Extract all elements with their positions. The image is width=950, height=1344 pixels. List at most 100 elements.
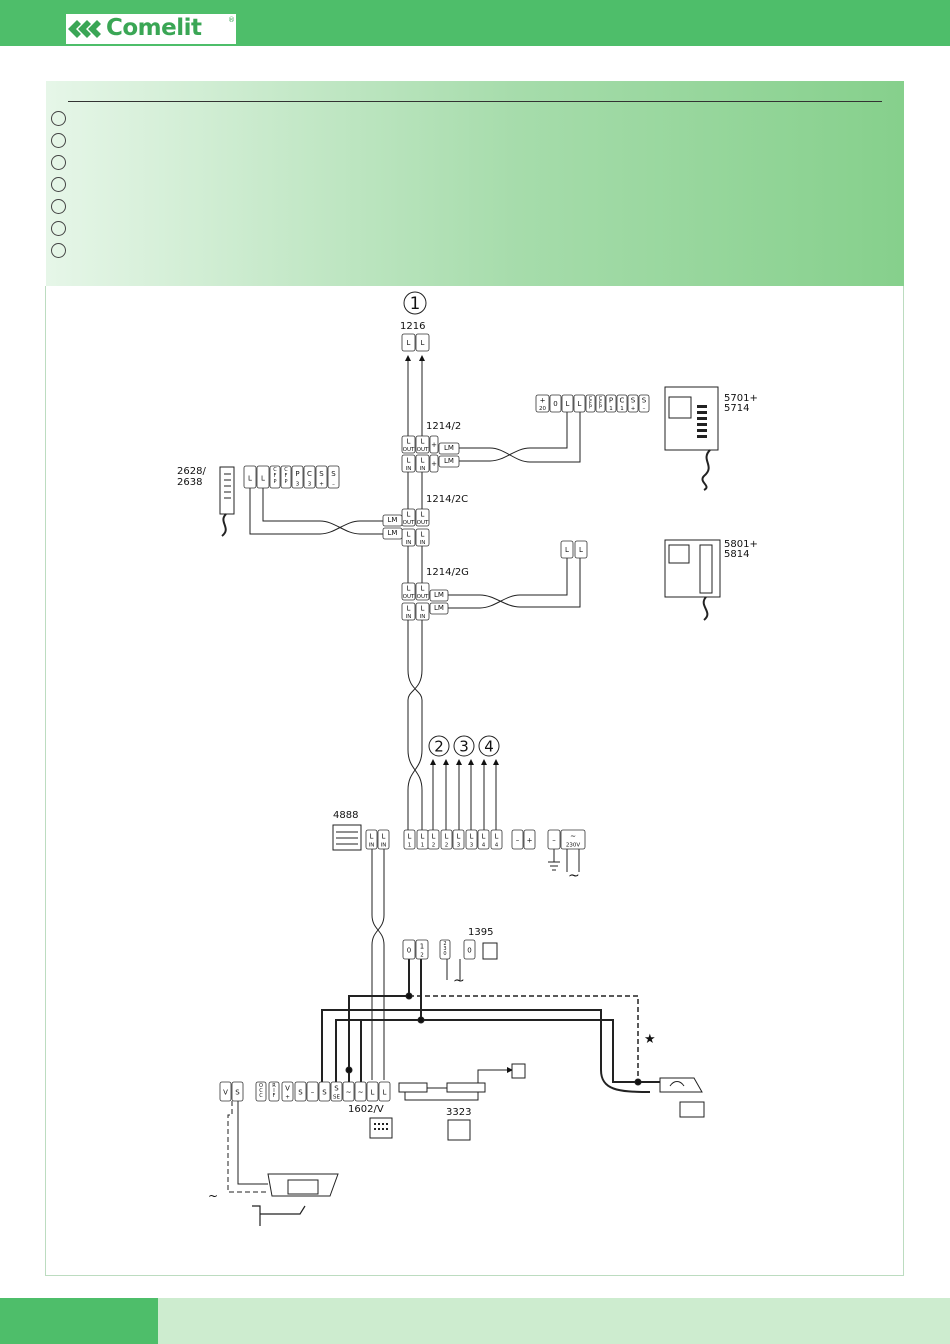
terminal-label: C: [620, 397, 625, 405]
label-2638: 2638: [177, 477, 202, 488]
terminal-box: [280, 465, 292, 489]
terminal-sublabel: 230V: [566, 843, 580, 849]
terminal-box: [291, 465, 304, 489]
terminal-label: P: [599, 405, 602, 411]
terminal-label: L: [421, 833, 425, 841]
terminal-label: S: [334, 1085, 339, 1093]
panel-key: [382, 1128, 384, 1130]
terminal-label: C: [599, 396, 603, 402]
bus-twist-b: [371, 849, 385, 1080]
terminal-box: [243, 465, 257, 489]
terminal-sublabel: IN: [406, 466, 412, 472]
terminal-label: C: [284, 467, 288, 473]
monitor-5801-cord: [702, 596, 709, 621]
terminal-label: P: [284, 479, 287, 485]
terminal-label: L: [407, 339, 411, 347]
terminal-label: S: [235, 1088, 240, 1096]
twist-left: [407, 620, 423, 830]
terminal-box: [255, 1081, 267, 1102]
terminal-box: [327, 465, 340, 489]
terminal-box: [440, 829, 453, 850]
terminal-box: [401, 454, 416, 473]
terminal-box: [452, 829, 465, 850]
callout-1: [403, 291, 427, 315]
terminal-sublabel: IN: [406, 614, 412, 620]
terminal-label: L: [579, 546, 583, 554]
terminal-label: LM: [388, 516, 398, 524]
panel-key: [382, 1123, 384, 1125]
terminal-sublabel: 3: [470, 843, 474, 849]
terminal-label: +: [527, 836, 533, 844]
terminal-box: [560, 540, 574, 559]
terminal-box: [605, 394, 617, 413]
terminal-box: [365, 829, 378, 850]
terminal-box: [439, 939, 451, 960]
monitor-5701-key: [697, 417, 707, 420]
terminal-sublabel: OUT: [403, 447, 415, 453]
label-5814: 5814: [724, 549, 749, 560]
comelit-mark-icon: [68, 20, 101, 38]
terminal-box: [511, 829, 524, 850]
terminal-label: 1: [420, 943, 424, 951]
terminal-sublabel: IN: [420, 466, 426, 472]
terminal-box: [477, 829, 490, 850]
monitor-5701-key: [697, 429, 707, 432]
monitor-5701-screen: [668, 396, 692, 419]
mains-leads: [566, 849, 580, 872]
terminal-label: 0: [467, 946, 471, 954]
legend-marker-1: [51, 111, 66, 126]
terminal-label: L: [382, 833, 386, 841]
terminal-label: I: [273, 1088, 274, 1094]
terminal-box: [315, 465, 328, 489]
door-lock-latch: [669, 1081, 685, 1087]
monitor-5701-key: [697, 405, 707, 408]
panel-key: [374, 1123, 376, 1125]
callout-1-label: 1: [410, 294, 421, 313]
terminal-box: [318, 1081, 331, 1102]
terminal-sublabel: OUT: [417, 447, 429, 453]
terminal-label: L: [482, 833, 486, 841]
callout-2: [428, 735, 450, 757]
panel-key: [378, 1128, 380, 1130]
terminal-label: L: [445, 833, 449, 841]
terminal-sublabel: IN: [381, 843, 387, 849]
terminal-sublabel: OUT: [403, 520, 415, 526]
twist-right: [407, 620, 423, 830]
terminal-label: –: [311, 1088, 315, 1096]
terminal-box: [294, 1081, 307, 1102]
terminal-sublabel: IN: [420, 614, 426, 620]
terminal-box: [585, 394, 596, 413]
terminal-box: [438, 455, 460, 468]
terminal-label: LM: [434, 604, 444, 612]
module-3323-strip: [398, 1082, 428, 1093]
terminal-box: [595, 394, 606, 413]
terminal-label: P: [273, 479, 276, 485]
terminal-label: F: [589, 400, 592, 406]
terminal-box: [574, 540, 588, 559]
terminal-box: [616, 394, 628, 413]
label-1395: 1395: [468, 927, 493, 938]
terminal-sublabel: 3: [308, 481, 312, 487]
terminal-label: P: [295, 470, 299, 478]
door-lock-wire-a: [321, 1009, 651, 1093]
terminal-box: [415, 333, 430, 352]
terminal-sublabel: IN: [420, 540, 426, 546]
terminal-box: [490, 829, 503, 850]
legend-marker-6: [51, 221, 66, 236]
terminal-label: C: [589, 396, 593, 402]
diagram-frame: [45, 286, 904, 1276]
door-panel-1602-icon: [369, 1117, 393, 1139]
terminal-label: 3: [443, 946, 446, 952]
panel-key: [374, 1128, 376, 1130]
optional-star: ★: [644, 1032, 656, 1047]
terminal-label: L: [432, 833, 436, 841]
terminal-label: L: [407, 457, 411, 465]
terminal-sublabel: 1: [620, 406, 624, 412]
junction-dot: [634, 1078, 642, 1086]
label-1214-2: 1214/2: [426, 421, 461, 432]
terminal-sublabel: SE: [333, 1095, 340, 1101]
registered-mark: ®: [228, 16, 235, 24]
terminal-sublabel: OUT: [403, 594, 415, 600]
junction-dot: [417, 1016, 425, 1024]
legend-marker-3: [51, 155, 66, 170]
